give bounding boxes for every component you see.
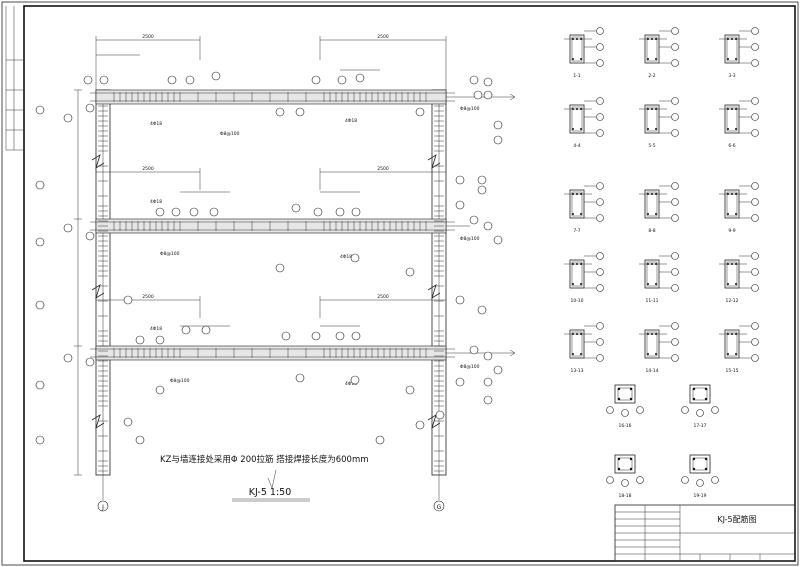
section-label: 2-2 (648, 73, 655, 79)
drawing-note: KZ与墙连接处采用Φ 200拉筋 搭接焊接长度为600mm (160, 454, 369, 465)
column-section-label: 17-17 (693, 423, 706, 429)
dim-mid-right: 2500 (377, 166, 389, 172)
section-label: 14-14 (645, 368, 658, 374)
svg-text:4Φ18: 4Φ18 (150, 326, 162, 332)
section-label: 6-6 (728, 143, 735, 149)
column-section-label: 18-18 (618, 493, 631, 499)
section-label: 7-7 (573, 228, 580, 234)
section-13: 13-13 (564, 322, 604, 374)
section-4: 4-4 (564, 97, 604, 149)
beam-level-2 (95, 218, 447, 234)
svg-text:Φ8@100: Φ8@100 (460, 106, 480, 112)
column-section-4: 19-19 (681, 454, 719, 499)
dim-low-left: 2500 (142, 294, 154, 300)
column-section-label: 19-19 (693, 493, 706, 499)
beam-level-1 (95, 345, 447, 361)
binding-strip (5, 6, 24, 151)
axis-bubble-right (433, 500, 445, 512)
svg-text:4Φ18: 4Φ18 (340, 254, 352, 260)
section-label: 3-3 (728, 73, 735, 79)
section-label: 8-8 (648, 228, 655, 234)
svg-text:4Φ18: 4Φ18 (345, 118, 357, 124)
section-6: 6-6 (719, 97, 759, 149)
svg-text:Φ8@100: Φ8@100 (460, 236, 480, 242)
column-section-3: 18-18 (606, 454, 644, 499)
section-label: 5-5 (648, 143, 655, 149)
frame-elevation: J G 2500 2500 2500 2500 2500 2500 4Φ18 Φ… (35, 34, 516, 512)
dimension-lines (74, 36, 447, 476)
section-label: 4-4 (573, 143, 580, 149)
section-14: 14-14 (639, 322, 679, 374)
dim-low-right: 2500 (377, 294, 389, 300)
section-label: 10-10 (570, 298, 583, 304)
axis-bubble-left (97, 500, 109, 512)
section-7: 7-7 (564, 182, 604, 234)
axis-label-right: G (437, 504, 442, 511)
svg-text:4Φ18: 4Φ18 (150, 199, 162, 205)
column-section-label: 16-16 (618, 423, 631, 429)
section-9: 9-9 (719, 182, 759, 234)
section-label: 1-1 (573, 73, 580, 79)
svg-text:Φ8@100: Φ8@100 (220, 131, 240, 137)
section-label: 13-13 (570, 368, 583, 374)
dim-top-left: 2500 (142, 34, 154, 40)
section-label: 15-15 (725, 368, 738, 374)
reference-bubbles (35, 71, 503, 445)
dim-mid-left: 2500 (142, 166, 154, 172)
section-label: 11-11 (645, 298, 658, 304)
rebar-callouts: 4Φ18 Φ8@100 4Φ18 4Φ18 Φ8@100 4Φ18 4Φ18 Φ… (150, 106, 480, 387)
dim-top-right: 2500 (377, 34, 389, 40)
section-5: 5-5 (639, 97, 679, 149)
title-block: KJ-5配筋图 (614, 504, 796, 562)
section-2: 2-2 (639, 27, 679, 79)
section-1: 1-1 (564, 27, 604, 79)
column-section-1: 16-16 (606, 384, 644, 429)
section-11: 11-11 (639, 252, 679, 304)
section-3: 3-3 (719, 27, 759, 79)
section-12: 12-12 (719, 252, 759, 304)
column-break-marks (91, 154, 441, 429)
drawing-frame (23, 5, 796, 562)
axis-label-left: J (101, 504, 104, 511)
title-block-title: KJ-5配筋图 (717, 514, 756, 524)
section-label: 9-9 (728, 228, 735, 234)
svg-text:4Φ18: 4Φ18 (150, 121, 162, 127)
section-details: 1-1 2-2 3-3 4-4 5-5 6-6 7-7 8-8 9-9 10-10 11-11 12-… (564, 27, 759, 499)
beam-level-3 (95, 89, 447, 105)
svg-text:4Φ18: 4Φ18 (345, 381, 357, 387)
plan-title: KJ-5 1:50 (249, 487, 292, 498)
svg-text:Φ8@100: Φ8@100 (460, 364, 480, 370)
svg-text:Φ8@100: Φ8@100 (160, 251, 180, 257)
column-section-2: 17-17 (681, 384, 719, 429)
section-label: 12-12 (725, 298, 738, 304)
section-15: 15-15 (719, 322, 759, 374)
section-10: 10-10 (564, 252, 604, 304)
section-8: 8-8 (639, 182, 679, 234)
svg-text:Φ8@100: Φ8@100 (170, 378, 190, 384)
